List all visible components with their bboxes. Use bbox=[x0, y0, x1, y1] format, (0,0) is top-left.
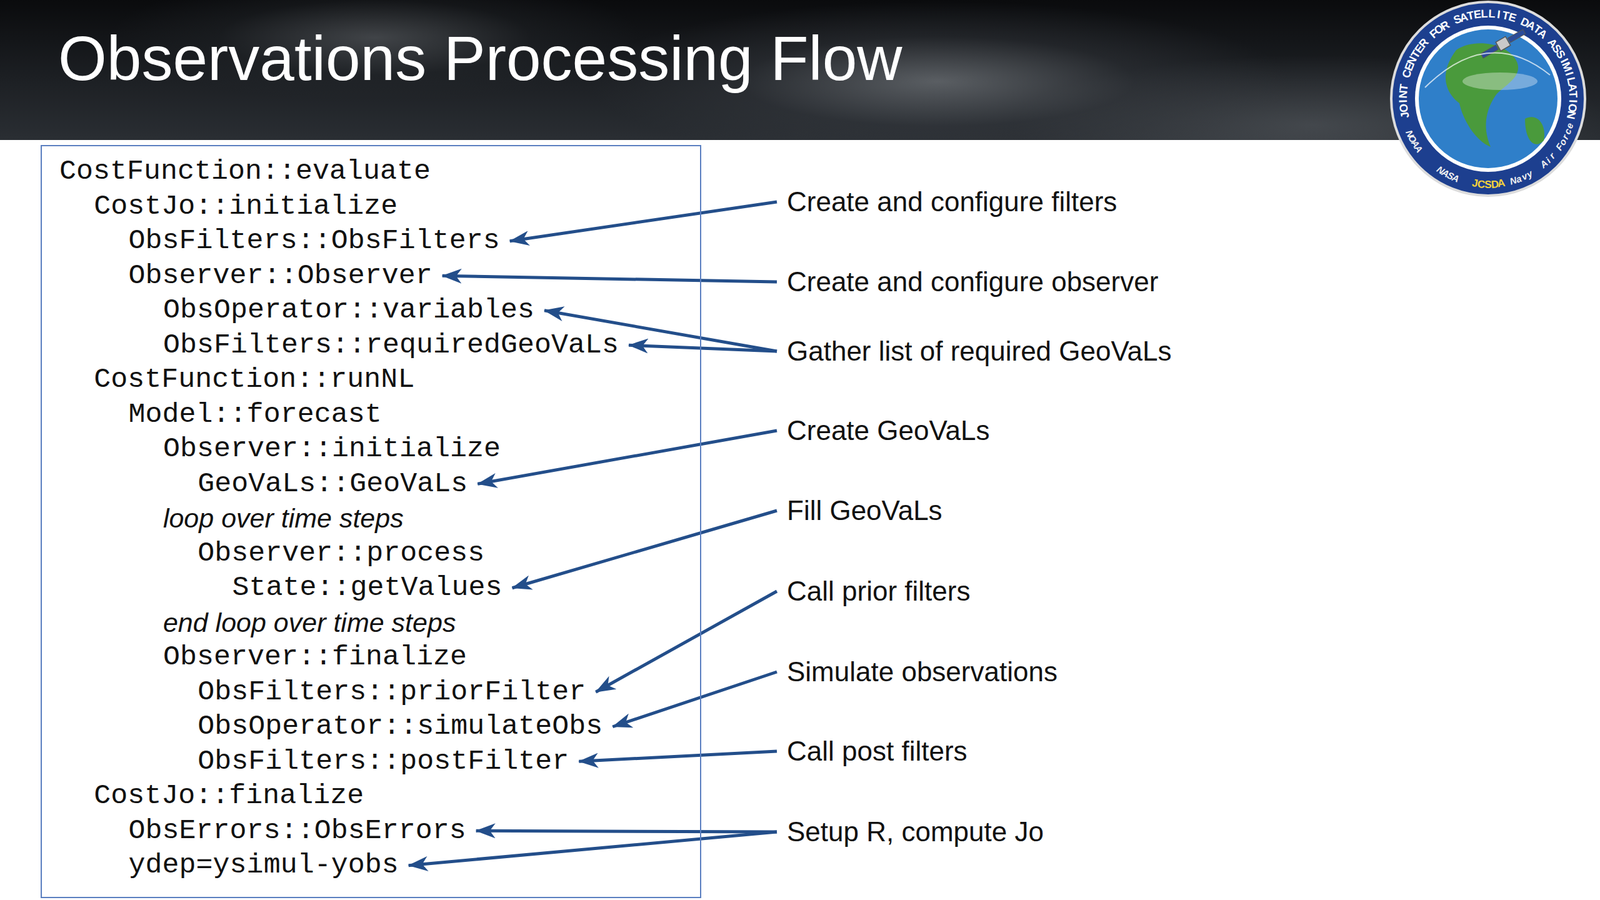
code-line: CostFunction::runNL bbox=[93, 362, 415, 398]
code-line: CostJo::initialize bbox=[93, 189, 398, 225]
leader-arrow bbox=[612, 671, 777, 727]
leader-arrow bbox=[510, 201, 777, 242]
logo-inner-rim bbox=[1415, 25, 1562, 172]
logo-letter: L bbox=[1481, 8, 1489, 20]
annotation-text: Simulate observations bbox=[786, 655, 1058, 689]
annotation-text: Fill GeoVaLs bbox=[786, 494, 943, 527]
code-line: ObsFilters::postFilter bbox=[197, 744, 569, 780]
annotation-text: Create GeoVaLs bbox=[786, 414, 990, 447]
logo-letter: I bbox=[1567, 99, 1579, 104]
annotation-text: Setup R, compute Jo bbox=[786, 815, 1044, 849]
logo-continent bbox=[1445, 43, 1519, 147]
leader-arrow bbox=[477, 430, 777, 484]
code-line: Observer::finalize bbox=[163, 640, 467, 675]
code-line: ObsOperator::variables bbox=[163, 293, 535, 329]
logo-letter: I bbox=[1496, 8, 1501, 20]
code-line: CostJo::finalize bbox=[93, 778, 364, 814]
annotation-text: Call post filters bbox=[786, 735, 968, 768]
logo-orbit bbox=[1425, 52, 1550, 88]
logo-continent bbox=[1525, 116, 1545, 144]
leader-arrow bbox=[628, 345, 777, 352]
code-line: GeoVaLs::GeoVaLs bbox=[197, 466, 468, 502]
logo-ring bbox=[1391, 1, 1585, 196]
code-line: State::getValues bbox=[232, 570, 503, 606]
logo-letter: N bbox=[1565, 110, 1578, 120]
leader-arrow bbox=[512, 510, 777, 589]
logo-letter: E bbox=[1473, 8, 1482, 20]
code-line: ObsFilters::requiredGeoVaLs bbox=[163, 328, 619, 364]
logo-letter: L bbox=[1488, 8, 1496, 20]
code-line: CostFunction::evaluate bbox=[59, 154, 431, 190]
code-line: Model::forecast bbox=[128, 397, 382, 433]
logo-letter: T bbox=[1398, 83, 1410, 92]
satellite-panel bbox=[1508, 29, 1526, 43]
logo-cloud bbox=[1462, 72, 1538, 90]
annotation-text: Create and configure observer bbox=[786, 265, 1159, 299]
annotation-text: Create and configure filters bbox=[786, 185, 1117, 219]
code-line: ObsErrors::ObsErrors bbox=[128, 813, 467, 849]
code-line: ObsOperator::simulateObs bbox=[197, 709, 603, 745]
leader-arrow bbox=[476, 830, 777, 832]
logo-letter: I bbox=[1397, 99, 1409, 104]
code-line: ObsFilters::ObsFilters bbox=[128, 223, 500, 259]
satellite-panel bbox=[1480, 45, 1499, 59]
logo-letter: T bbox=[1567, 90, 1580, 99]
loop-note: loop over time steps bbox=[163, 501, 404, 537]
logo-satellite bbox=[1479, 27, 1527, 61]
code-line: Observer::initialize bbox=[163, 431, 501, 467]
code-line: Observer::Observer bbox=[128, 258, 433, 294]
leader-arrow bbox=[578, 751, 777, 762]
annotation-text: Gather list of required GeoVaLs bbox=[786, 335, 1172, 368]
code-listing-box: CostFunction::evaluateCostJo::initialize… bbox=[40, 145, 702, 899]
code-line: ObsFilters::priorFilter bbox=[197, 675, 586, 710]
logo-globe bbox=[1418, 29, 1558, 169]
logo-letter: O bbox=[1397, 103, 1410, 114]
leader-arrow bbox=[442, 275, 777, 282]
logo-letter: C bbox=[1477, 178, 1487, 190]
logo-letter: A bbox=[1496, 177, 1507, 190]
leader-arrow bbox=[595, 591, 777, 692]
slide-title: Observations Processing Flow bbox=[58, 23, 903, 93]
code-line: Observer::process bbox=[197, 536, 485, 572]
code-line: ydep=ysimul-yobs bbox=[128, 848, 399, 884]
loop-note: end loop over time steps bbox=[163, 605, 457, 641]
annotation-text: Call prior filters bbox=[786, 575, 970, 608]
